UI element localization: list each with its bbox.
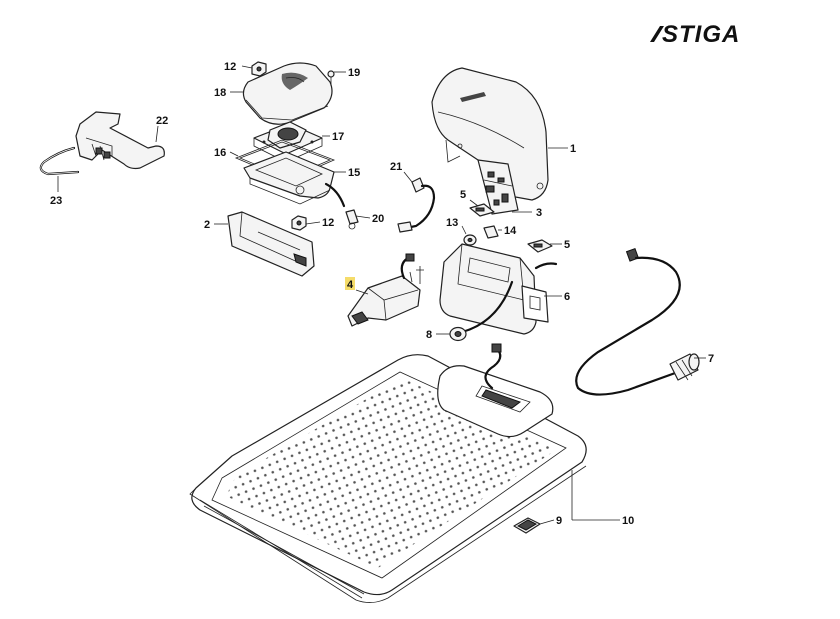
callout-4: 4	[347, 279, 354, 291]
callout-13: 13	[446, 217, 458, 229]
part-20-fitting	[345, 209, 359, 230]
callout-23: 23	[50, 195, 62, 207]
stiga-logo: STIGA	[650, 21, 740, 48]
callout-6: 6	[564, 291, 570, 303]
part-7-power-cable	[575, 247, 700, 396]
leader-lines	[57, 65, 706, 525]
part-18-housing-lid	[242, 62, 333, 125]
callout-12-upper: 12	[224, 61, 236, 73]
selected-part-highlight	[345, 277, 355, 290]
callout-18: 18	[214, 87, 226, 99]
part-15-housing-base	[243, 151, 346, 208]
part-23-spring-wire	[39, 146, 80, 176]
callout-7: 7	[708, 353, 714, 365]
callout-15: 15	[348, 167, 360, 179]
callout-17: 17	[332, 131, 344, 143]
callout-20: 20	[372, 213, 384, 225]
callout-21: 21	[390, 161, 402, 173]
callout-8: 8	[426, 329, 432, 341]
callout-22: 22	[156, 115, 168, 127]
callout-14: 14	[504, 225, 517, 237]
callout-2: 2	[204, 219, 210, 231]
callout-10: 10	[622, 515, 634, 527]
part-12-nut-lower	[291, 215, 307, 231]
part-19-screw	[327, 70, 335, 86]
callout-9: 9	[556, 515, 562, 527]
cover-logo-mark	[460, 92, 486, 102]
part-14-contact	[483, 225, 499, 239]
part-2-front-plate	[227, 211, 315, 277]
part-22-bracket	[75, 111, 165, 170]
part-5-contact-upper	[469, 203, 495, 217]
callout-5-upper: 5	[460, 189, 466, 201]
callout-labels: 1 2 3 4 5 5 6 7 8 9 10 12 12 13 14 15 16…	[50, 61, 714, 527]
part-9-clip	[513, 517, 541, 534]
part-4-connector-housing	[347, 253, 424, 327]
callout-16: 16	[214, 147, 226, 159]
part-10-base-plate	[189, 343, 587, 603]
callout-12-lower: 12	[322, 217, 334, 229]
part-6-station-body	[439, 243, 558, 335]
callout-1: 1	[570, 143, 576, 155]
part-5-contact-lower	[527, 239, 553, 253]
plate-connector	[491, 343, 502, 353]
part-13-washer	[463, 234, 477, 246]
part-21-sensor-connector	[397, 177, 436, 233]
callout-5-lower: 5	[564, 239, 570, 251]
part-12-nut-upper	[251, 61, 267, 77]
part-3-circuit-board	[477, 159, 519, 215]
callout-3: 3	[536, 207, 542, 219]
lid-logo-mark	[281, 72, 308, 90]
part-8-cable-plug	[449, 326, 467, 342]
callout-19: 19	[348, 67, 360, 79]
brand-logo-text: STIGA	[662, 21, 740, 48]
logo-slash-mark	[650, 26, 664, 42]
